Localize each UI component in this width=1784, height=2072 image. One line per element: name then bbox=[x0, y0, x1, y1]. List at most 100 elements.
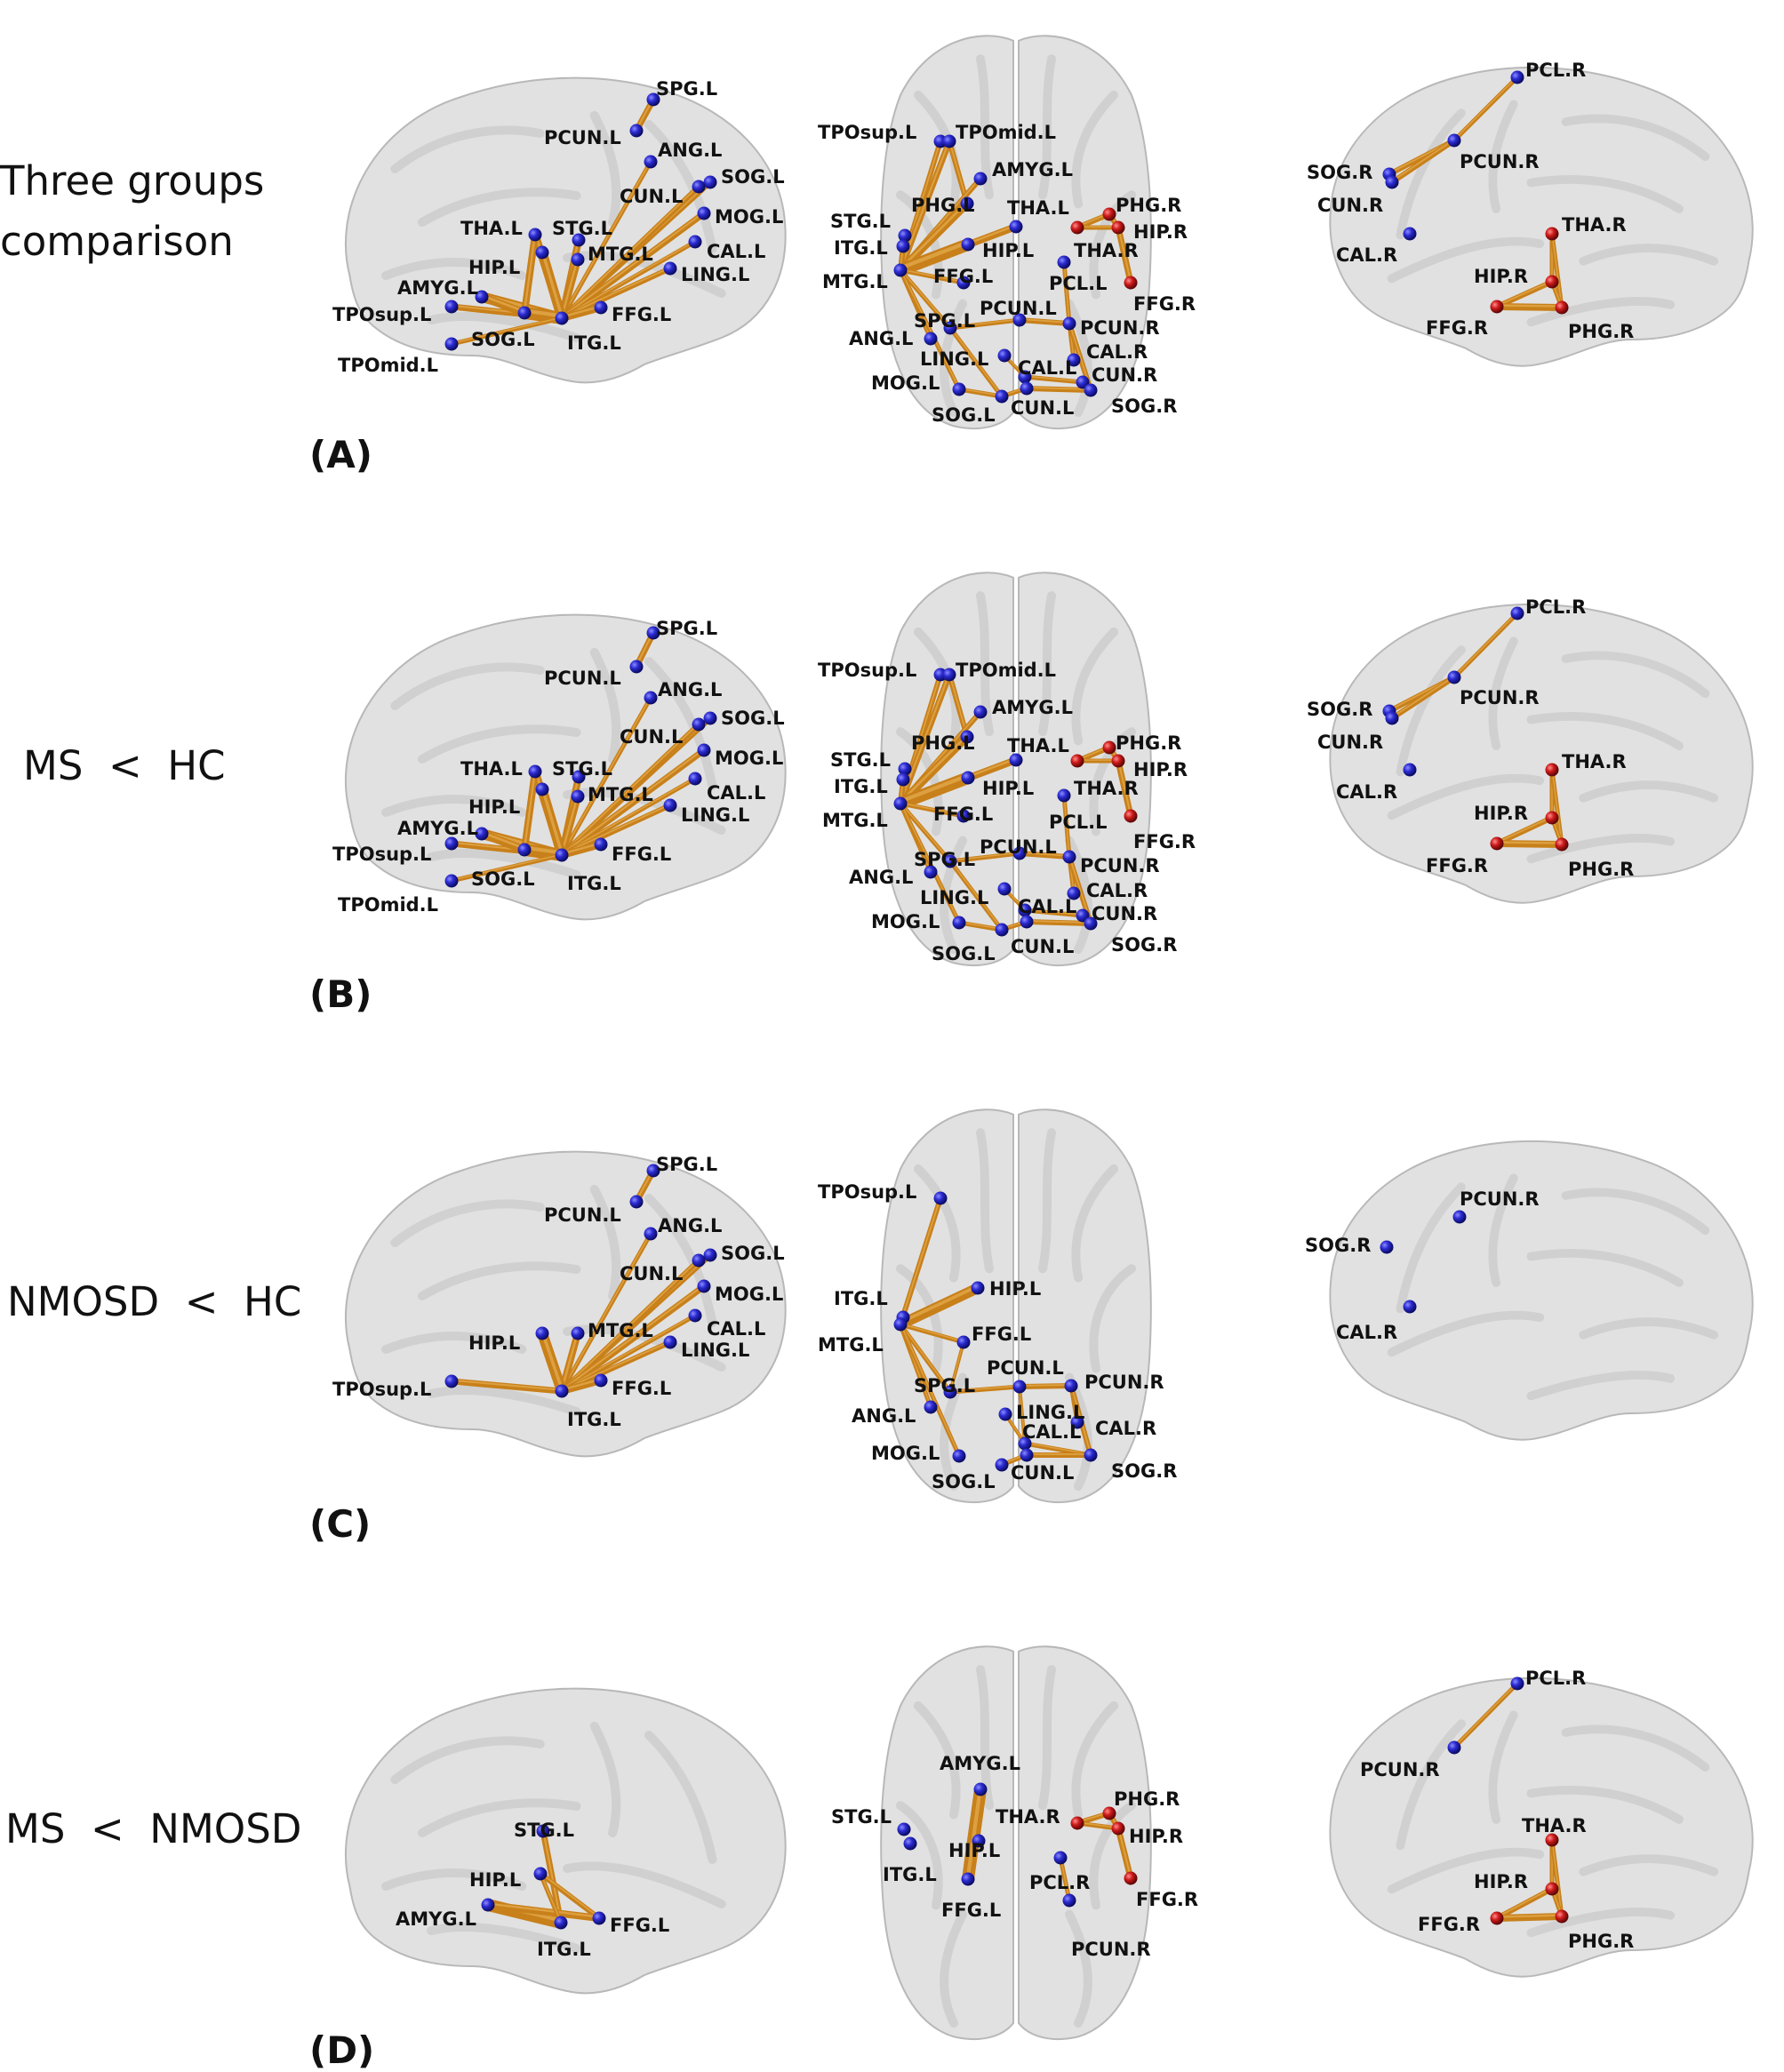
edge-2-top-6 bbox=[894, 772, 974, 810]
node-hip-r-1-top bbox=[1111, 220, 1125, 235]
edge-highlight bbox=[480, 294, 526, 313]
label-sog-r-3-right: SOG.R bbox=[1305, 1235, 1371, 1256]
label-hip-r-2-top: HIP.R bbox=[1133, 759, 1188, 780]
label-mtg-l-2-left: MTG.L bbox=[588, 784, 653, 805]
node-mog-l-1-top bbox=[952, 382, 966, 396]
node-hip-l-3-top bbox=[971, 1281, 985, 1295]
node-cun-l-3-top bbox=[1020, 1448, 1034, 1462]
node-ffg-r-1-right bbox=[1490, 300, 1504, 314]
label-hip-r-1-top: HIP.R bbox=[1133, 221, 1188, 243]
node-pcun-l-3-top bbox=[1012, 1380, 1027, 1394]
node-sog-r-3-top bbox=[1084, 1448, 1098, 1462]
node-ffg-l-1-left bbox=[594, 300, 608, 315]
node-spg-l-1-top bbox=[943, 321, 957, 335]
node-hip-r-2-right bbox=[1545, 811, 1559, 825]
edge-highlight bbox=[1495, 1914, 1564, 1918]
node-phg-r-1-right bbox=[1555, 300, 1569, 315]
edge-highlight bbox=[949, 1385, 1020, 1392]
node-pcl-l-1-top bbox=[1057, 255, 1071, 269]
node-hip-l-1-top bbox=[961, 237, 975, 252]
node-pcl-r-1-right bbox=[1510, 70, 1524, 84]
label-ang-l-1-top: ANG.L bbox=[849, 328, 913, 349]
node-sog-r-2-top bbox=[1084, 916, 1098, 931]
node-mog-l-1-left bbox=[697, 206, 711, 220]
label-hip-r-2-right: HIP.R bbox=[1474, 803, 1528, 824]
node-pcun-l-1-left bbox=[629, 124, 644, 138]
label-ling-l-2-top: LING.L bbox=[920, 887, 988, 908]
edge-2-left-15 bbox=[449, 852, 564, 884]
node-stg-l-2-top bbox=[898, 762, 912, 776]
label-tposup-l-1-left: TPOsup.L bbox=[332, 304, 431, 325]
edge-highlight bbox=[561, 160, 652, 318]
node-hip-r-2-top bbox=[1111, 754, 1125, 768]
edge-highlight bbox=[1024, 1442, 1092, 1455]
label-phg-r-1-top: PHG.R bbox=[1116, 195, 1181, 216]
edge-highlight bbox=[900, 268, 964, 283]
label-hip-l-2-left: HIP.L bbox=[468, 796, 520, 818]
node-tposup-l-1-left bbox=[444, 300, 459, 314]
label-ffg-r-4-top: FFG.R bbox=[1136, 1889, 1198, 1910]
label-itg-l-2-left: ITG.L bbox=[567, 873, 621, 894]
label-pcun-r-2-top: PCUN.R bbox=[1080, 855, 1160, 876]
node-ang-l-1-top bbox=[924, 332, 938, 346]
label-tpomid-l-1-left: TPOmid.L bbox=[338, 355, 438, 376]
label-itg-l-3-left: ITG.L bbox=[567, 1409, 621, 1430]
node-mog-l-3-top bbox=[952, 1449, 966, 1463]
label-tha-r-2-right: THA.R bbox=[1562, 751, 1627, 772]
label-amyg-l-2-top: AMYG.L bbox=[992, 697, 1073, 718]
node-hip-l-2-top bbox=[961, 771, 975, 785]
node-amyg-l-1-top bbox=[973, 172, 988, 186]
edge-1-top-15 bbox=[948, 317, 1022, 331]
label-hip-r-4-top: HIP.R bbox=[1129, 1826, 1183, 1847]
node-spg-l-2-left bbox=[646, 626, 660, 640]
label-sog-l-1-top: SOG.L bbox=[932, 404, 996, 426]
node-pcun-r-3-right bbox=[1452, 1210, 1467, 1224]
edge-highlight bbox=[1496, 1887, 1553, 1918]
node-tposup-l-3-top bbox=[933, 1191, 948, 1205]
node-sog-l-3-left bbox=[703, 1248, 717, 1262]
label-ling-l-3-top: LING.L bbox=[1016, 1402, 1084, 1423]
label-amyg-l-4-top: AMYG.L bbox=[940, 1753, 1020, 1774]
label-sog-r-1-top: SOG.R bbox=[1111, 396, 1177, 417]
edge-highlight bbox=[450, 1379, 564, 1391]
node-amyg-l-4-left bbox=[481, 1898, 495, 1912]
node-sog-l-1-top bbox=[995, 389, 1009, 404]
node-pcun-l-2-top bbox=[1012, 846, 1027, 860]
label-sog-r-2-right: SOG.R bbox=[1307, 699, 1372, 720]
edge-highlight bbox=[451, 316, 563, 344]
label-amyg-l-4-left: AMYG.L bbox=[396, 1908, 476, 1930]
edge-2-top-18 bbox=[1022, 908, 1085, 918]
node-tha-l-2-left bbox=[528, 764, 542, 779]
edge-3-top-3 bbox=[898, 1322, 966, 1345]
edge-2-right-2 bbox=[1389, 675, 1457, 721]
node-ang-l-2-top bbox=[924, 865, 938, 879]
label-tha-l-2-top: THA.L bbox=[1007, 735, 1069, 756]
label-itg-l-4-top: ITG.L bbox=[883, 1864, 937, 1885]
edge-3-left-10 bbox=[558, 1377, 604, 1395]
label-ffg-r-2-top: FFG.R bbox=[1133, 831, 1196, 852]
label-hip-r-1-right: HIP.R bbox=[1474, 266, 1528, 287]
node-stg-l-1-top bbox=[898, 228, 912, 243]
panel-label-a: (A) bbox=[309, 433, 372, 476]
edge-highlight bbox=[1453, 1682, 1518, 1748]
edge-highlight bbox=[561, 1259, 700, 1391]
node-tpomid-l-1-left bbox=[444, 337, 459, 351]
edge-2-left-14 bbox=[558, 841, 604, 859]
node-itg-l-4-left bbox=[554, 1916, 568, 1930]
label-pcl-r-2-right: PCL.R bbox=[1525, 596, 1586, 618]
label-sog-l-1-left: SOG.L bbox=[721, 166, 785, 188]
label-sog-l-2-top: SOG.L bbox=[932, 943, 996, 964]
brain-outlines bbox=[344, 35, 1754, 2041]
node-pcun-r-2-right bbox=[1447, 670, 1461, 684]
edge-2-top-15 bbox=[948, 851, 1022, 864]
label-hip-l-1-left: HIP.L bbox=[468, 257, 520, 278]
edge-3-top-9 bbox=[948, 1384, 1022, 1395]
node-pcun-r-1-top bbox=[1062, 316, 1076, 331]
node-tha-r-2-top bbox=[1070, 754, 1084, 768]
label-pcun-l-1-top: PCUN.L bbox=[980, 298, 1057, 319]
panel-label-b: (B) bbox=[309, 972, 372, 1016]
label-mog-l-2-top: MOG.L bbox=[871, 911, 940, 932]
edge-4-left-3 bbox=[484, 1901, 603, 1922]
node-tpomid-l-2-top bbox=[942, 668, 956, 682]
label-ffg-l-2-top: FFG.L bbox=[933, 804, 993, 825]
